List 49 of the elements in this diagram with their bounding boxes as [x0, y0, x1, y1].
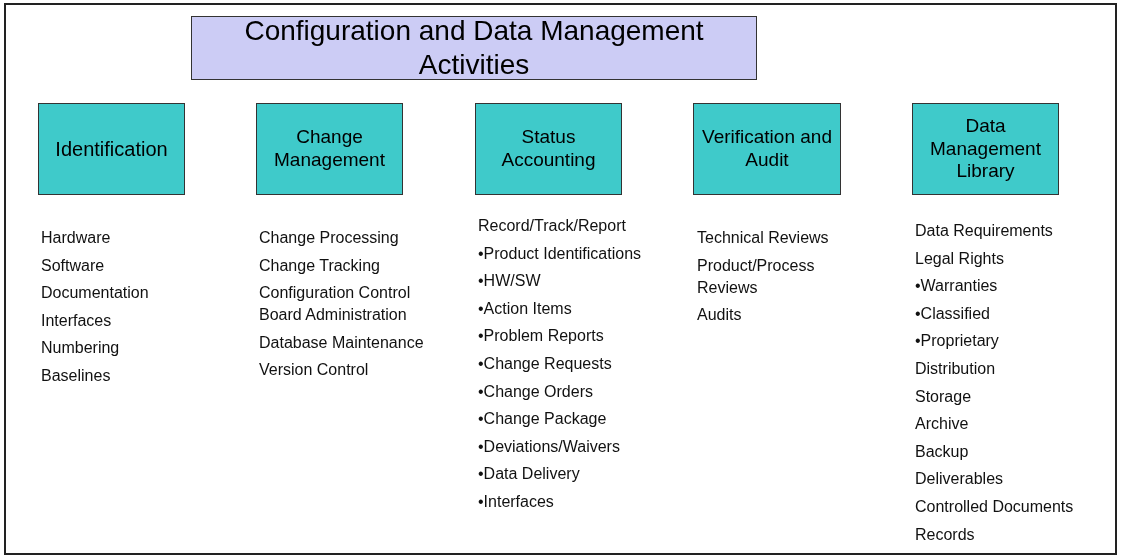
- list-item: Product/Process Reviews: [697, 255, 816, 298]
- list-item: •Change Requests: [478, 353, 612, 374]
- category-label: Verification and Audit: [701, 126, 833, 172]
- list-item: Data Requirements: [915, 221, 1053, 241]
- list-item: Configuration Control Board Administration: [259, 283, 412, 326]
- list-item: •Change Orders: [478, 381, 593, 402]
- category-box: [38, 103, 185, 195]
- list-item: Change Tracking: [259, 255, 380, 276]
- list-item: Change Processing: [259, 228, 399, 248]
- list-item: Audits: [697, 305, 742, 326]
- category-box: [693, 103, 841, 195]
- list-item: Hardware: [41, 228, 111, 248]
- list-item: Legal Rights: [915, 248, 1004, 269]
- category-box: [912, 103, 1059, 195]
- list-item: Records: [915, 524, 975, 545]
- list-item: •Classified: [915, 303, 990, 324]
- list-item: Controlled Documents: [915, 496, 1074, 517]
- list-item: Archive: [915, 414, 969, 435]
- list-item: Deliverables: [915, 469, 1004, 490]
- title-box: [191, 16, 757, 80]
- list-item: •Data Delivery: [478, 464, 580, 485]
- list-item: •Change Package: [478, 409, 607, 430]
- list-item: Technical Reviews: [697, 228, 829, 248]
- category-box: [256, 103, 403, 195]
- list-item: Numbering: [41, 338, 120, 359]
- list-item: Database Maintenance: [259, 332, 424, 353]
- category-label: Status Accounting: [500, 126, 597, 172]
- list-item: Version Control: [259, 360, 369, 381]
- list-item: Storage: [915, 386, 972, 407]
- list-item: Baselines: [41, 365, 111, 386]
- list-item: •HW/SW: [478, 271, 541, 292]
- category-box: [475, 103, 622, 195]
- list-item: •Action Items: [478, 298, 572, 319]
- title-text: Configuration and Data Management Activities: [243, 14, 705, 82]
- list-item: •Deviations/Waivers: [478, 436, 620, 457]
- list-item: Interfaces: [41, 310, 112, 331]
- category-label: Data Management Library: [929, 114, 1042, 184]
- list-item: •Problem Reports: [478, 326, 604, 347]
- list-item: Backup: [915, 441, 969, 462]
- list-item: Record/Track/Report: [478, 216, 626, 236]
- list-item: •Interfaces: [478, 491, 554, 512]
- list-item: •Proprietary: [915, 331, 999, 352]
- list-item: Documentation: [41, 283, 149, 304]
- list-item: •Warranties: [915, 276, 998, 297]
- list-item: Software: [41, 255, 105, 276]
- category-label: Change Management: [273, 126, 386, 172]
- list-item: •Product Identifications: [478, 243, 642, 264]
- category-label: Identification: [55, 137, 168, 161]
- list-item: Distribution: [915, 358, 996, 379]
